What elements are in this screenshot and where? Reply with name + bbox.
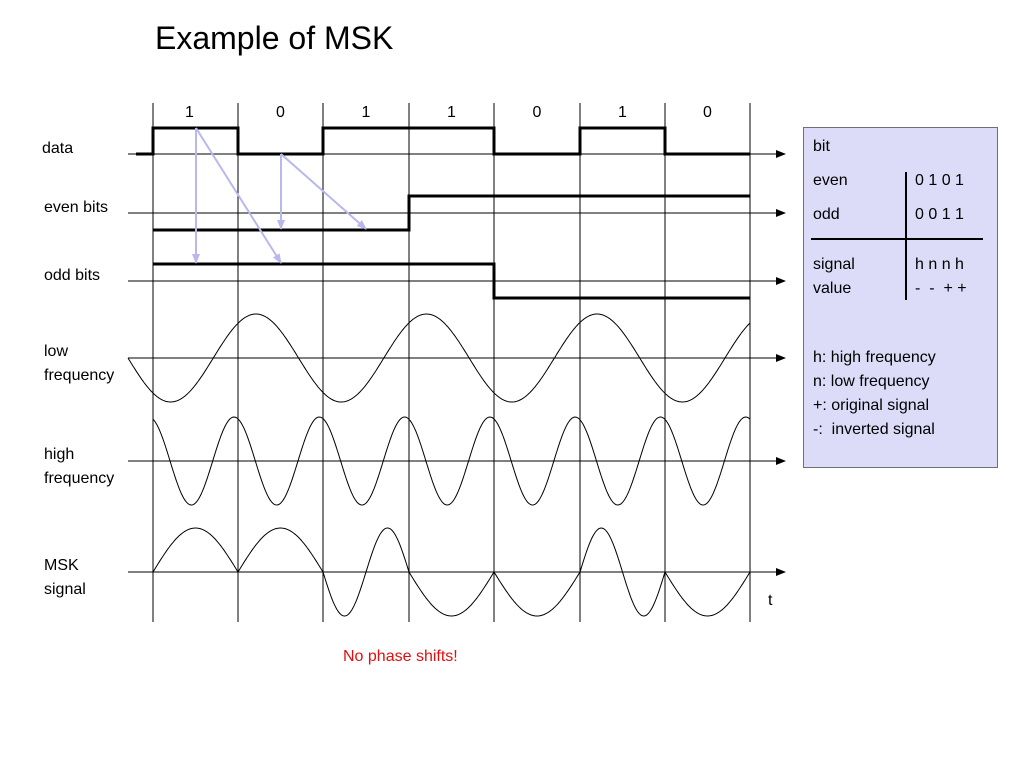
legend-horizontal-divider [811,238,983,240]
slide-title: Example of MSK [155,20,394,56]
legend-value-label: value [813,280,852,297]
legend-box: bit even 0 1 0 1 odd 0 0 1 1 signal valu… [803,127,998,468]
legend-odd-label: odd [813,206,840,223]
row-label-data: data [42,140,73,157]
legend-even-values: 0 1 0 1 [915,172,964,189]
mapping-arrow [280,153,367,230]
time-axis-label: t [768,592,773,609]
legend-note: h: high frequency [813,349,936,366]
legend-note: +: original signal [813,397,930,414]
legend-vertical-divider [905,172,907,300]
mapping-arrow [195,127,282,264]
bit-label: 1 [185,104,194,121]
legend-odd-values: 0 0 1 1 [915,206,964,223]
data-waveform [136,126,750,156]
bit-label: 1 [447,104,456,121]
bit-label: 1 [618,104,627,121]
bit-label: 0 [703,104,712,121]
legend-note: n: low frequency [813,373,930,390]
low-frequency-waveform [127,313,751,403]
footnote-no-phase-shifts: No phase shifts! [343,648,458,665]
bit-boundaries [152,103,751,622]
even-bits-waveform [153,194,750,232]
legend-note: -: inverted signal [813,421,935,438]
row-label-even-bits: even bits [44,199,108,216]
bit-label: 0 [276,104,285,121]
bit-label: 1 [362,104,371,121]
high-frequency-waveform [152,416,751,506]
legend-signal-values: h n n h [915,256,964,273]
legend-even-label: even [813,172,848,189]
legend-signal-label: signal [813,256,855,273]
legend-header: bit [813,138,830,155]
msk-signal-waveform [152,527,751,617]
bit-mapping-arrows [192,127,367,264]
bit-label: 0 [533,104,542,121]
row-label-odd-bits: odd bits [44,267,100,284]
odd-bits-waveform [153,262,750,300]
legend-value-values: - - + + [915,280,967,297]
